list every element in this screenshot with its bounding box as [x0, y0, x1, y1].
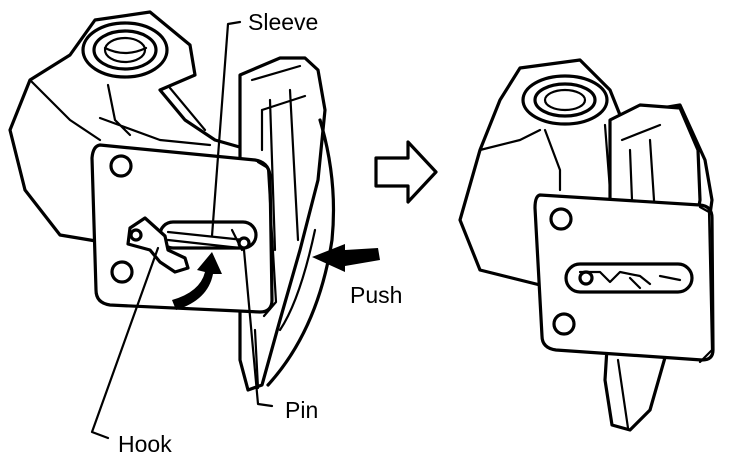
after-assembly: [458, 58, 715, 432]
hook-leader: [90, 246, 160, 440]
push-arrow-icon: [312, 244, 380, 272]
pin-part: [237, 236, 251, 250]
label-push: Push: [350, 282, 402, 308]
sleeve-leader: [210, 20, 242, 238]
plate-hole-bottom: [110, 260, 134, 284]
before-assembly: [8, 10, 336, 392]
plate-hole-bottom-after: [552, 312, 576, 336]
label-hook: Hook: [118, 431, 172, 457]
lever-guide-curve: [266, 118, 336, 387]
pin-leader: [242, 248, 274, 408]
housing-bore: [81, 21, 169, 79]
label-pin: Pin: [285, 397, 318, 423]
transition-arrow-icon: [374, 140, 438, 204]
housing-bore-after: [521, 74, 609, 126]
plate-hole-top: [109, 154, 133, 178]
plate-hole-top-after: [549, 207, 573, 231]
label-sleeve: Sleeve: [248, 9, 318, 35]
rotate-arrow-icon: [172, 252, 222, 310]
hook-part: [126, 216, 190, 274]
housing-neck: [98, 83, 212, 147]
